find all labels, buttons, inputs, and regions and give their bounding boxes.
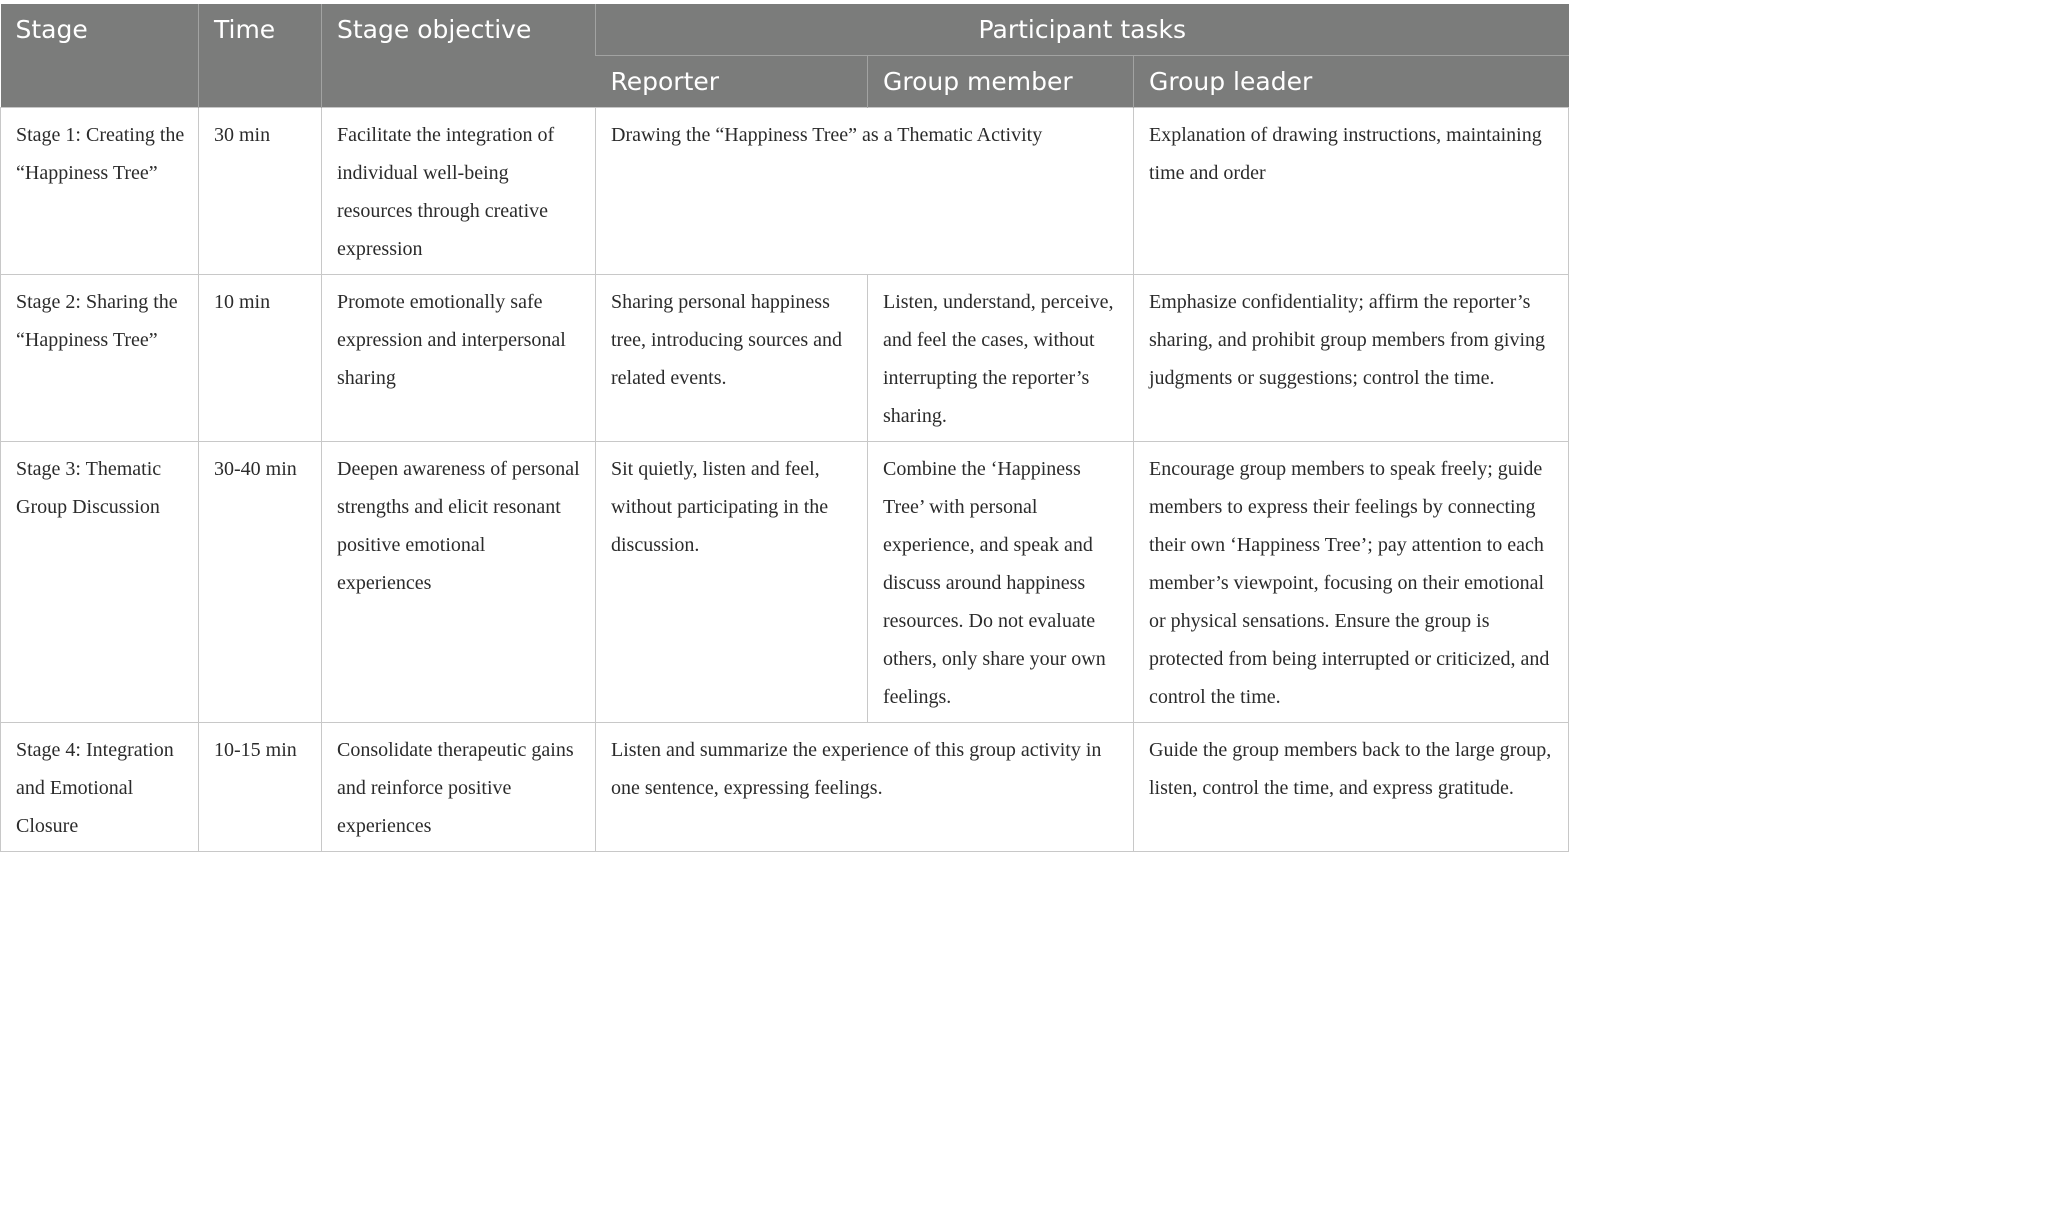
header-reporter: Reporter bbox=[595, 55, 868, 108]
cell-stage: Stage 4: Integration and Emotional Closu… bbox=[0, 722, 199, 852]
header-group-leader: Group leader bbox=[1132, 55, 1569, 108]
cell-objective: Promote emotionally safe expression and … bbox=[321, 274, 596, 442]
stage-table: Stage Time Stage objective Participant t… bbox=[0, 4, 1570, 852]
cell-time: 30 min bbox=[198, 107, 322, 275]
cell-objective: Consolidate therapeutic gains and reinfo… bbox=[321, 722, 596, 852]
cell-time: 10 min bbox=[198, 274, 322, 442]
header-stage-objective: Stage objective bbox=[321, 4, 596, 108]
table-body: Stage 1: Creating the “Happiness Tree” 3… bbox=[0, 107, 1570, 852]
cell-group-member: Combine the ‘Happiness Tree’ with person… bbox=[867, 441, 1134, 723]
header-stage: Stage bbox=[0, 4, 199, 108]
cell-reporter-and-member: Drawing the “Happiness Tree” as a Themat… bbox=[595, 107, 1134, 275]
cell-group-leader: Emphasize confidentiality; affirm the re… bbox=[1132, 274, 1570, 442]
cell-group-leader: Guide the group members back to the larg… bbox=[1132, 722, 1570, 852]
cell-time: 10-15 min bbox=[198, 722, 322, 852]
cell-reporter: Sharing personal happiness tree, introdu… bbox=[595, 274, 868, 442]
table-row: Stage 4: Integration and Emotional Closu… bbox=[0, 722, 1570, 852]
cell-group-leader: Encourage group members to speak freely;… bbox=[1132, 441, 1570, 723]
cell-stage: Stage 2: Sharing the “Happiness Tree” bbox=[0, 274, 199, 442]
cell-stage: Stage 1: Creating the “Happiness Tree” bbox=[0, 107, 199, 275]
cell-objective: Facilitate the integration of individual… bbox=[321, 107, 596, 275]
table-row: Stage 3: Thematic Group Discussion 30-40… bbox=[0, 441, 1570, 723]
cell-reporter: Sit quietly, listen and feel, without pa… bbox=[595, 441, 868, 723]
table-header: Stage Time Stage objective Participant t… bbox=[0, 4, 1569, 108]
cell-objective: Deepen awareness of personal strengths a… bbox=[321, 441, 596, 723]
header-group-member: Group member bbox=[867, 55, 1134, 108]
header-time: Time bbox=[198, 4, 322, 108]
cell-time: 30-40 min bbox=[198, 441, 322, 723]
header-row-secondary: Reporter Group member Group leader bbox=[1, 55, 1569, 108]
cell-reporter-and-member: Listen and summarize the experience of t… bbox=[595, 722, 1134, 852]
cell-group-leader: Explanation of drawing instructions, mai… bbox=[1132, 107, 1570, 275]
cell-group-member: Listen, understand, perceive, and feel t… bbox=[867, 274, 1134, 442]
header-row-primary: Stage Time Stage objective Participant t… bbox=[0, 4, 1569, 108]
header-participant-tasks: Participant tasks bbox=[594, 4, 1569, 56]
table-row: Stage 2: Sharing the “Happiness Tree” 10… bbox=[0, 274, 1570, 442]
cell-stage: Stage 3: Thematic Group Discussion bbox=[0, 441, 199, 723]
table-row: Stage 1: Creating the “Happiness Tree” 3… bbox=[0, 107, 1570, 275]
